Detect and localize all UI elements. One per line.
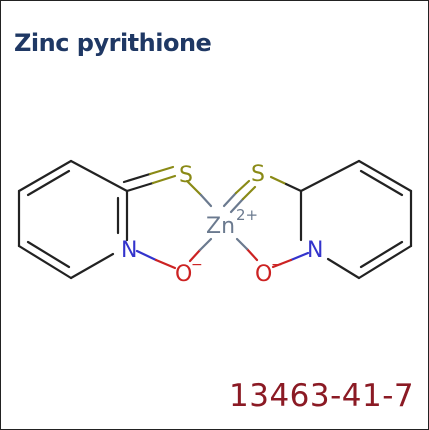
left-nitrogen-atom: N	[121, 238, 137, 263]
compound-title: Zinc pyrithione	[14, 29, 212, 57]
left-o-zn-bond	[188, 237, 213, 263]
right-o-zn-bond	[235, 237, 259, 262]
right-zn-s-bond	[222, 179, 257, 214]
zinc-charge: 2+	[236, 206, 258, 224]
right-nitrogen-atom: N	[307, 238, 323, 263]
right-pyridine-ring	[299, 159, 413, 280]
left-sulfur-atom: S	[179, 163, 193, 188]
right-s-c-bond	[269, 175, 303, 193]
right-sulfur-atom: S	[251, 162, 265, 187]
left-oxygen-charge: −	[191, 257, 203, 273]
right-oxygen-atom: O	[255, 262, 272, 287]
left-oxygen-atom: O	[175, 262, 192, 287]
right-n-o-bond	[271, 251, 310, 269]
cas-number: 13463-41-7	[229, 378, 415, 414]
right-oxygen-charge: −	[271, 257, 283, 273]
left-s-zn-bond	[185, 179, 213, 208]
left-n-o-bond	[135, 249, 177, 270]
left-pyridine-ring	[17, 159, 129, 280]
left-thione-bond	[122, 165, 177, 193]
zinc-atom: Zn	[206, 214, 235, 239]
